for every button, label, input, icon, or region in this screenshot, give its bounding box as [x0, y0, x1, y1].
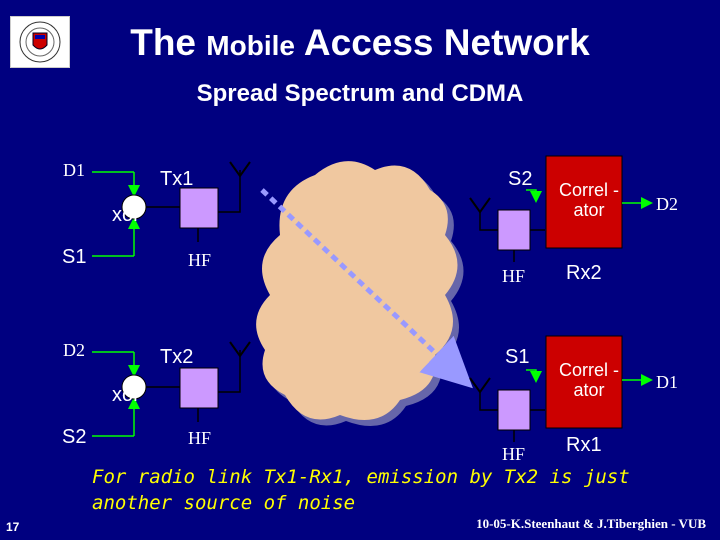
page-subtitle: Spread Spectrum and CDMA: [196, 80, 524, 107]
title-part-1: The: [130, 22, 197, 63]
rx1-label: Rx1: [566, 434, 602, 456]
correlator-2-box: [545, 155, 623, 249]
rx1-hf-label: HF: [502, 444, 526, 464]
tx1-data-label: D1: [63, 160, 85, 180]
footer-credit: 10-05-K.Steenhaut & J.Tiberghien - VUB: [476, 516, 706, 531]
tx2-code-label: S2: [62, 426, 87, 448]
university-logo: [10, 16, 70, 68]
rx2-label: Rx2: [566, 262, 602, 284]
rx1-code-label: S1: [505, 346, 530, 368]
title-part-3: Access Network: [303, 22, 590, 63]
page-number: 17: [6, 520, 20, 534]
correlator-1-label: Correl -ator: [558, 360, 619, 400]
radio-channel-cloud: [256, 161, 464, 426]
rx2-hf-label: HF: [502, 266, 526, 286]
noise-note: For radio link Tx1-Rx1, emission by Tx2 …: [92, 466, 630, 514]
tx2-hf-label: HF: [188, 428, 212, 448]
rx2-code-label: S2: [508, 168, 533, 190]
tx2-data-label: D2: [63, 340, 85, 360]
tx2-box: [179, 367, 219, 409]
page-title: The Mobile Access Network: [0, 22, 720, 64]
tx1-box: [179, 187, 219, 229]
correlator-1-box: [545, 335, 623, 429]
transmitter-2: [92, 341, 251, 437]
title-part-2: Mobile: [206, 30, 295, 61]
rx2-box: [497, 209, 531, 251]
rx1-box: [497, 389, 531, 431]
transmitter-1: [92, 161, 251, 257]
tx1-label: Tx1: [160, 168, 194, 190]
rx2-output-label: D2: [656, 194, 678, 214]
receiver-1: [469, 335, 653, 442]
tx2-xor-label: xor: [112, 384, 140, 406]
tx1-xor-label: xor: [112, 204, 140, 226]
signal-path-arrow: [260, 188, 473, 389]
receiver-2: [469, 155, 653, 262]
tx1-hf-label: HF: [188, 250, 212, 270]
tx2-label: Tx2: [160, 346, 194, 368]
correlator-2-label: Correl -ator: [558, 180, 619, 220]
tx1-code-label: S1: [62, 246, 87, 268]
rx1-output-label: D1: [656, 372, 678, 392]
